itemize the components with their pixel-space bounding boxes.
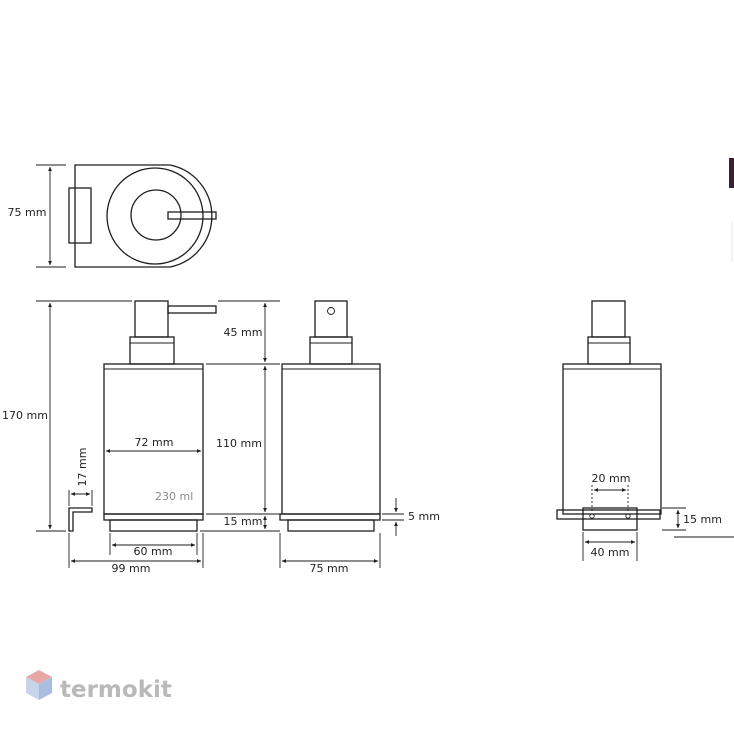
cube-icon bbox=[26, 670, 52, 700]
body-height-label: 110 mm bbox=[216, 437, 262, 450]
bracket-depth-label: 15 mm bbox=[683, 513, 722, 526]
capacity-label: 230 ml bbox=[155, 490, 193, 503]
edge-mark bbox=[729, 158, 734, 188]
top-depth-label: 75 mm bbox=[8, 206, 47, 219]
pump-height-label: 45 mm bbox=[224, 326, 263, 339]
front-view: 230 ml 170 mm 17 mm 72 mm 45 mm 110 mm 1… bbox=[2, 300, 280, 575]
body-diameter-label: 72 mm bbox=[135, 436, 174, 449]
side-view: 5 mm 75 mm bbox=[279, 300, 440, 575]
side-width-label: 75 mm bbox=[310, 562, 349, 575]
back-view: 20 mm 40 mm 15 mm bbox=[556, 300, 734, 561]
brand-name: termokit bbox=[60, 677, 172, 703]
overall-height-label: 170 mm bbox=[2, 409, 48, 422]
bracket-width-label: 40 mm bbox=[591, 546, 630, 559]
brand-logo: termokit bbox=[26, 670, 172, 703]
top-view: 75 mm bbox=[8, 164, 217, 268]
overall-width-label: 99 mm bbox=[112, 562, 151, 575]
tray-gap-label: 5 mm bbox=[408, 510, 440, 523]
hole-spacing-label: 20 mm bbox=[592, 472, 631, 485]
bracket-height-label: 17 mm bbox=[76, 448, 89, 487]
base-width-label: 60 mm bbox=[134, 545, 173, 558]
base-height-label: 15 mm bbox=[224, 515, 263, 528]
